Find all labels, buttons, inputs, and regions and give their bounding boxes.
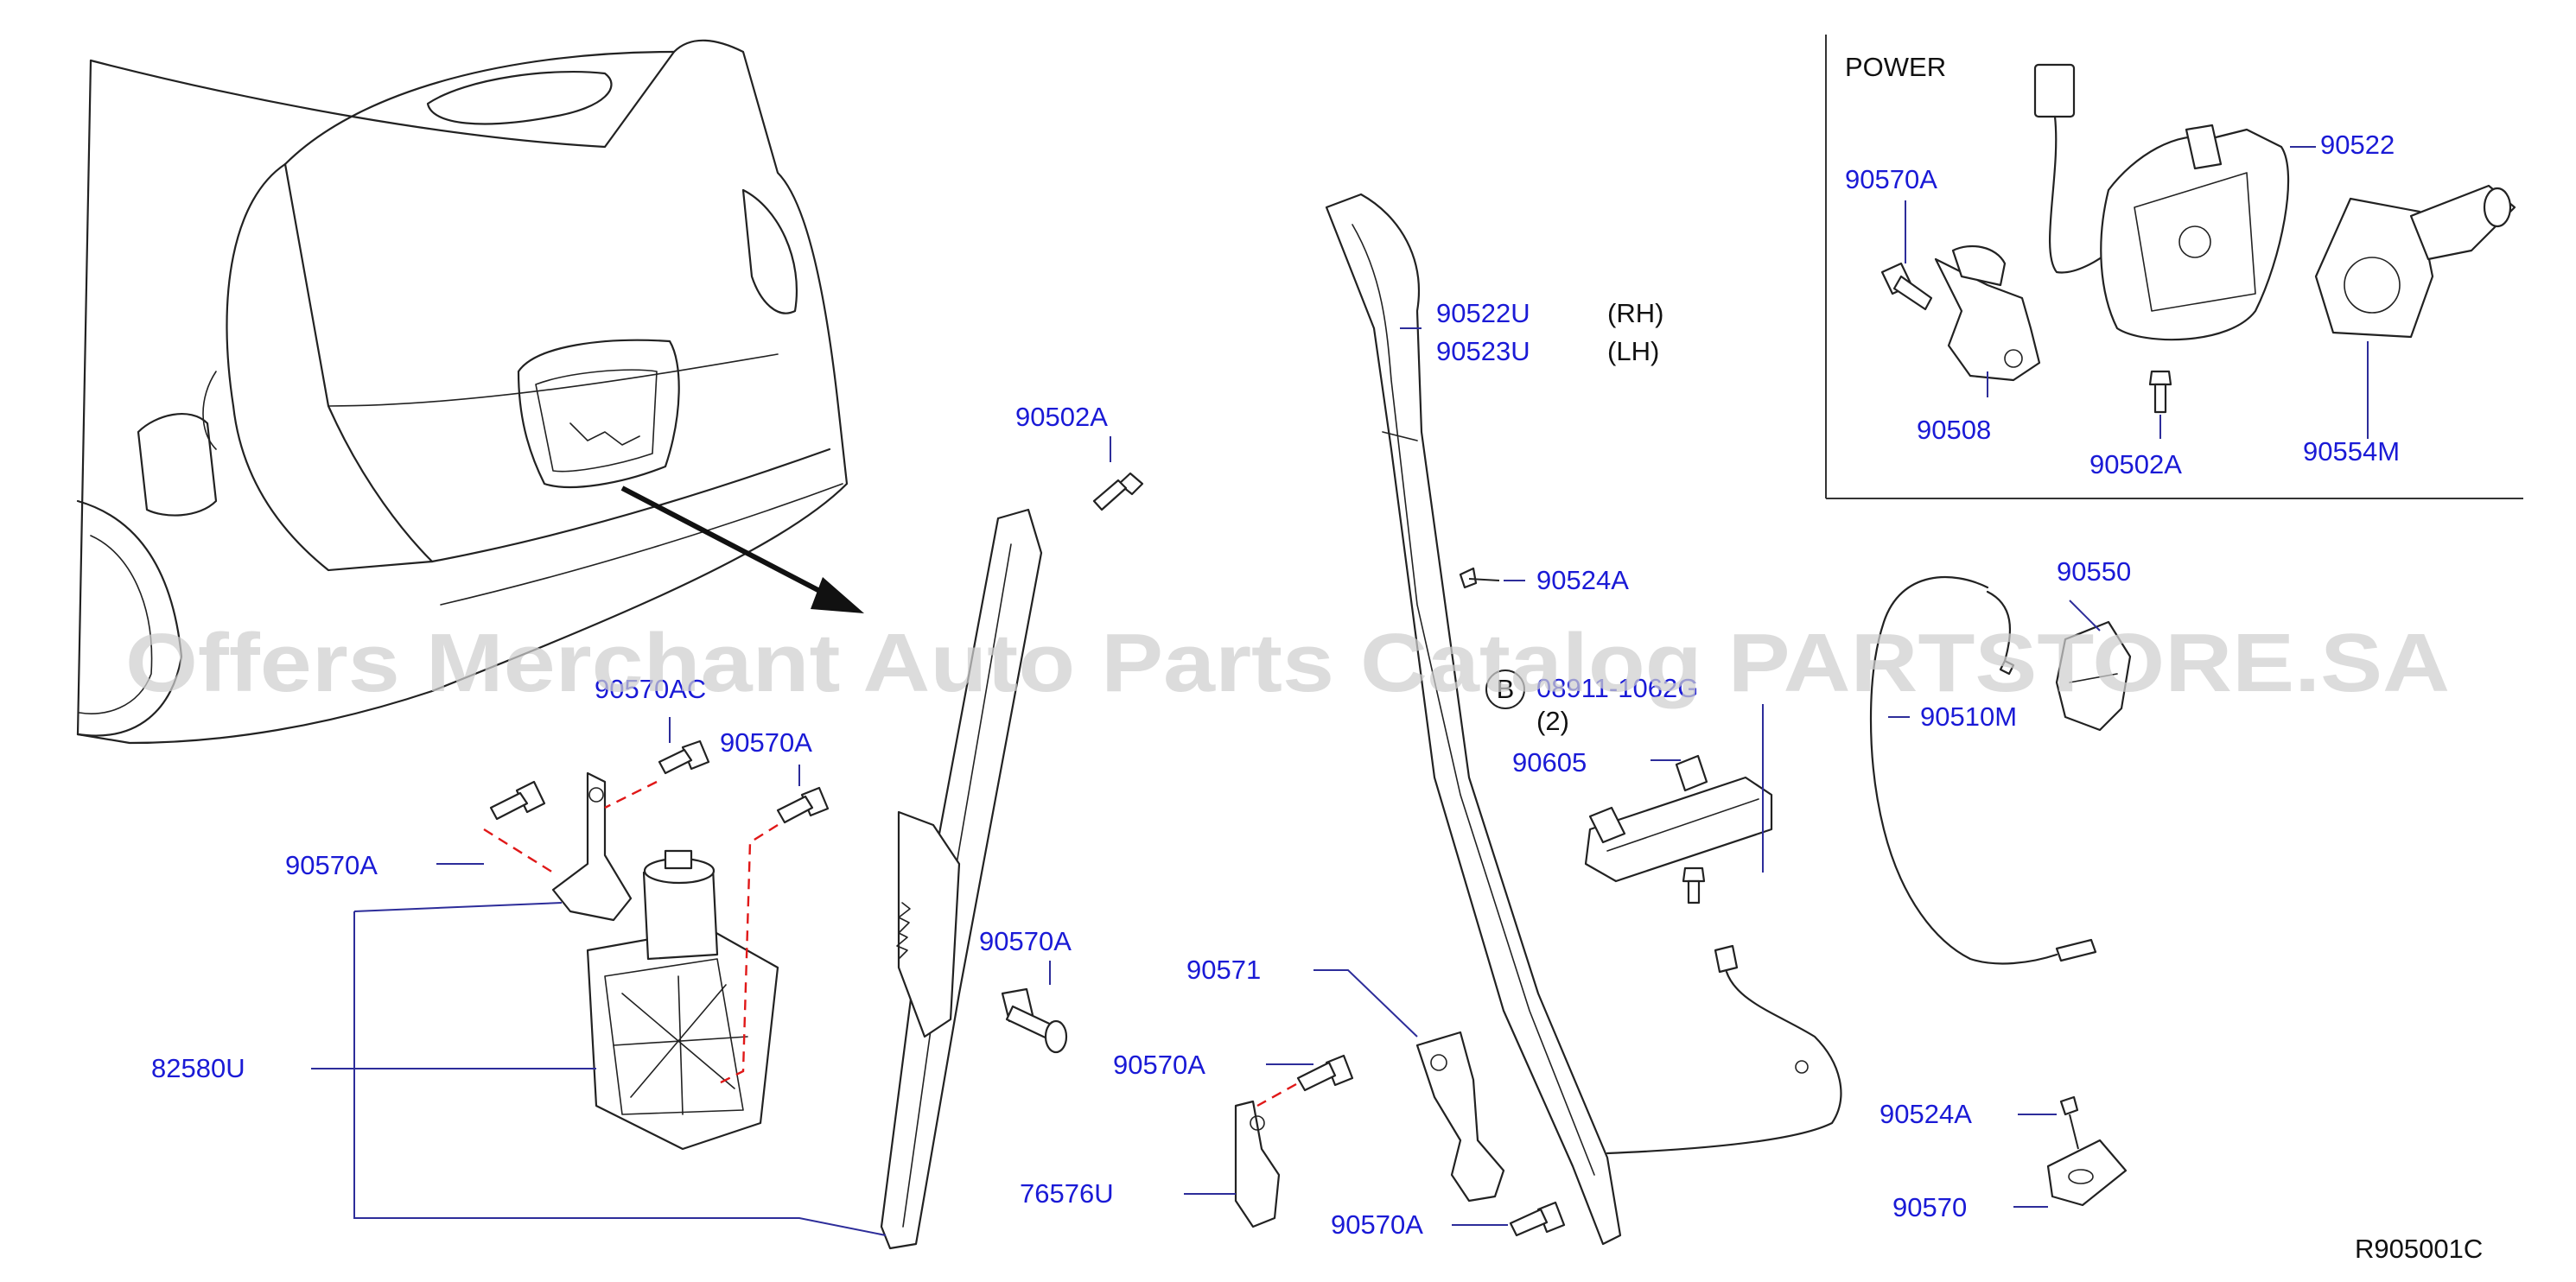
part-label-90502A: 90502A (1015, 402, 1108, 432)
bolt-code-label: 08911-1062G (1536, 673, 1698, 703)
bracket-90571 (1415, 1031, 1505, 1203)
bolt-90570A-rack (1001, 987, 1068, 1054)
part-label-90570A-rack: 90570A (979, 926, 1072, 956)
part-label-90570A-inset: 90570A (1845, 164, 1937, 194)
circle-b-text: B (1497, 674, 1515, 704)
part-label-90554M: 90554M (2303, 436, 2400, 466)
part-label-90502A-inset: 90502A (2089, 449, 2182, 479)
part-label-90570AC: 90570AC (595, 674, 706, 704)
wire-harness (1606, 944, 1842, 1155)
qty-label: (2) (1536, 706, 1569, 736)
handle-90605 (1584, 754, 1773, 883)
part-label-90522U: 90522U (1436, 298, 1530, 328)
bolt-90570A-lower (1296, 1054, 1354, 1092)
part-label-90570A-lower: 90570A (1113, 1050, 1205, 1080)
part-label-90524A-bottom: 90524A (1880, 1099, 1972, 1129)
part-label-90550: 90550 (2057, 556, 2131, 587)
cable-90510M (1869, 575, 2097, 965)
part-label-90570A-bottom: 90570A (1331, 1209, 1423, 1240)
actuator-90550 (2055, 620, 2132, 732)
power-inset-frame (1825, 35, 2523, 499)
power-label: POWER (1845, 52, 1946, 82)
lh-label: (LH) (1607, 336, 1659, 366)
bolt-90570A-bottom (1509, 1201, 1566, 1237)
inset-leaders (1905, 146, 2369, 439)
door-weatherstrip (1325, 193, 1622, 1246)
window-rack (880, 508, 1043, 1250)
bracket-76576U (1234, 1100, 1281, 1228)
part-label-90523U: 90523U (1436, 336, 1530, 366)
direction-arrow (620, 486, 864, 613)
part-label-90522: 90522 (2320, 130, 2395, 160)
striker-90570 (2046, 1139, 2128, 1207)
latch-actuator-90522 (2033, 63, 2290, 341)
part-label-90605: 90605 (1512, 747, 1587, 777)
dashed-fastener-lines (483, 780, 1297, 1107)
screw-08911 (1682, 866, 1706, 904)
diagram-code: R905001C (2355, 1234, 2483, 1264)
part-label-90524A-top: 90524A (1536, 565, 1629, 595)
bolts-motor (489, 739, 830, 824)
part-label-76576U: 76576U (1020, 1178, 1114, 1209)
part-label-90570: 90570 (1892, 1192, 1967, 1222)
circle-b-marker: B (1485, 670, 1525, 709)
motor-90554M (2314, 184, 2516, 339)
bolt-90570A-inset (1880, 262, 1933, 311)
watermark-text: Offers Merchant Auto Parts Catalog PARTS… (125, 617, 2450, 709)
vehicle-rear-view (76, 39, 849, 745)
leader-lines (311, 327, 2101, 1236)
clip-90524A-bottom (2059, 1095, 2079, 1150)
part-label-82580U: 82580U (151, 1053, 245, 1083)
part-label-90571: 90571 (1186, 955, 1261, 985)
part-label-90510M: 90510M (1920, 701, 2017, 732)
rh-label: (RH) (1607, 298, 1663, 328)
part-label-90570A-left: 90570A (285, 850, 378, 880)
bracket-motor-mount (551, 771, 633, 922)
screw-90502A (1092, 472, 1144, 511)
screw-90502A-inset (2148, 370, 2172, 414)
part-label-90508: 90508 (1917, 415, 1991, 445)
part-label-90570A-mid: 90570A (720, 727, 812, 758)
clip-90524A-top (1459, 567, 1500, 589)
bracket-90508 (1934, 244, 2041, 382)
motor-82580U (586, 849, 779, 1151)
